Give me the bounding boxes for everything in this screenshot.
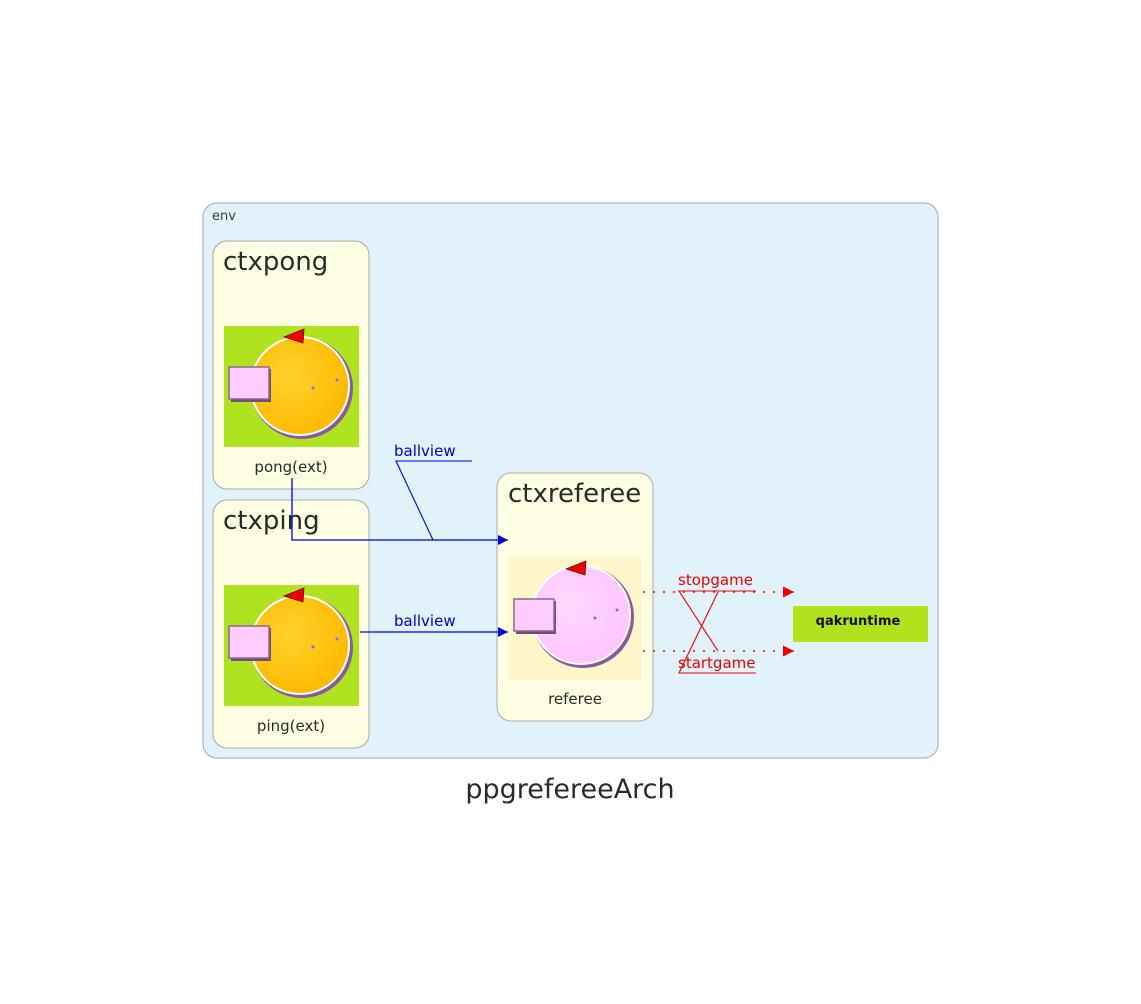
edge-pong-ballview: ballview — [291, 442, 508, 545]
edge-label-startgame: startgame — [678, 654, 756, 672]
actor-label-referee: referee — [548, 690, 602, 708]
actor-icon-pong — [224, 326, 359, 447]
context-ctxreferee: ctxreferee referee — [496, 472, 654, 722]
edge-stopgame: stopgame — [643, 571, 794, 674]
context-title-ctxping: ctxping — [223, 506, 320, 536]
env-label: env — [212, 209, 236, 224]
actor-icon-referee — [508, 557, 642, 680]
node-qakruntime: qakruntime — [793, 606, 928, 642]
diagram-title: ppgrefereeArch — [465, 774, 674, 805]
edge-ping-ballview: ballview — [360, 612, 508, 637]
actor-label-pong: pong(ext) — [254, 458, 327, 476]
actor-icon-ping — [224, 585, 359, 706]
node-label-qakruntime: qakruntime — [816, 614, 901, 629]
context-ctxping: ctxping ping(ext) — [212, 499, 370, 749]
edge-label-pong-ballview: ballview — [394, 442, 456, 460]
context-title-ctxreferee: ctxreferee — [508, 479, 641, 509]
edge-startgame: startgame — [643, 590, 794, 672]
edge-label-ping-ballview: ballview — [394, 612, 456, 630]
actor-label-ping: ping(ext) — [257, 717, 325, 735]
context-ctxpong: ctxpong pong(ext) — [212, 240, 370, 490]
edge-label-stopgame: stopgame — [678, 571, 753, 589]
context-title-ctxpong: ctxpong — [223, 247, 328, 277]
